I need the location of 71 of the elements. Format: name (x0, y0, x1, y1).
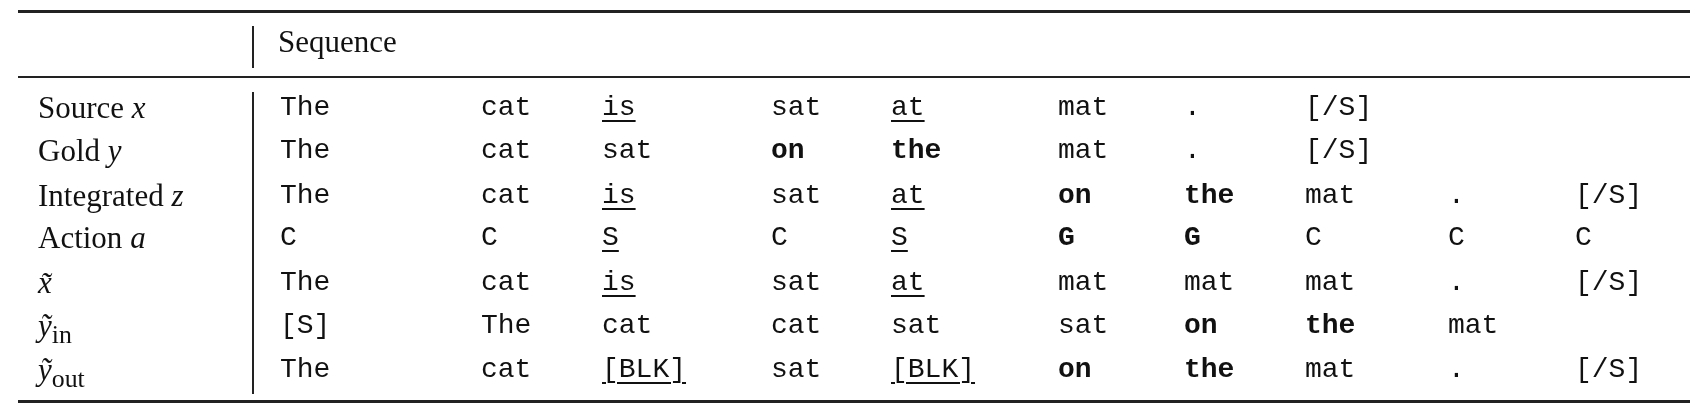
token-text: G (1184, 224, 1201, 252)
token-text: at (891, 269, 925, 297)
token-text: sat (771, 94, 822, 122)
token-text: is (602, 182, 636, 210)
token-text: cat (481, 182, 532, 210)
token-text: on (771, 137, 805, 165)
token-text: on (1058, 182, 1092, 210)
token-text: G (1058, 224, 1075, 252)
token-text: [/S] (1575, 356, 1643, 384)
token-text: sat (771, 269, 822, 297)
token-text: [/S] (1575, 182, 1643, 210)
row-label: Source x (38, 92, 146, 123)
token-text: [S] (280, 312, 331, 340)
token-text: [BLK] (602, 356, 686, 384)
token-text: C (1448, 224, 1465, 252)
token-text: The (481, 312, 532, 340)
token-text: [/S] (1305, 94, 1373, 122)
token-text: [/S] (1575, 269, 1643, 297)
token-text: The (280, 356, 331, 384)
token-text: The (280, 269, 331, 297)
token-text: mat (1058, 137, 1109, 165)
token-text: The (280, 137, 331, 165)
token-text: cat (602, 312, 653, 340)
token-text: mat (1184, 269, 1235, 297)
token-text: . (1448, 182, 1465, 210)
token-text: the (1305, 312, 1356, 340)
token-text: mat (1058, 269, 1109, 297)
token-text: is (602, 94, 636, 122)
column-header: Sequence (278, 26, 397, 57)
token-text: sat (1058, 312, 1109, 340)
token-text: cat (771, 312, 822, 340)
token-text: mat (1448, 312, 1499, 340)
token-text: cat (481, 137, 532, 165)
token-text: S (891, 224, 908, 252)
token-text: cat (481, 356, 532, 384)
token-text: the (1184, 182, 1235, 210)
token-text: mat (1305, 269, 1356, 297)
token-text: S (602, 224, 619, 252)
token-text: mat (1305, 356, 1356, 384)
token-text: C (481, 224, 498, 252)
token-text: The (280, 94, 331, 122)
token-text: C (771, 224, 788, 252)
token-text: on (1058, 356, 1092, 384)
token-text: the (1184, 356, 1235, 384)
token-text: at (891, 94, 925, 122)
token-text: at (891, 182, 925, 210)
token-text: . (1448, 269, 1465, 297)
token-text: sat (771, 356, 822, 384)
token-text: C (1305, 224, 1322, 252)
token-text: . (1184, 94, 1201, 122)
token-text: C (280, 224, 297, 252)
token-text: [BLK] (891, 356, 975, 384)
row-label: Integrated z (38, 180, 184, 211)
token-text: the (891, 137, 942, 165)
token-text: is (602, 269, 636, 297)
token-text: cat (481, 94, 532, 122)
token-text: mat (1305, 182, 1356, 210)
token-text: . (1448, 356, 1465, 384)
row-label: Action a (38, 222, 146, 253)
token-text: sat (602, 137, 653, 165)
token-text: sat (771, 182, 822, 210)
token-text: sat (891, 312, 942, 340)
row-label: Gold y (38, 135, 122, 166)
token-text: on (1184, 312, 1218, 340)
token-text: . (1184, 137, 1201, 165)
token-text: C (1575, 224, 1592, 252)
row-label: x̃ (38, 267, 52, 298)
token-text: cat (481, 269, 532, 297)
token-text: mat (1058, 94, 1109, 122)
token-text: [/S] (1305, 137, 1373, 165)
token-text: The (280, 182, 331, 210)
